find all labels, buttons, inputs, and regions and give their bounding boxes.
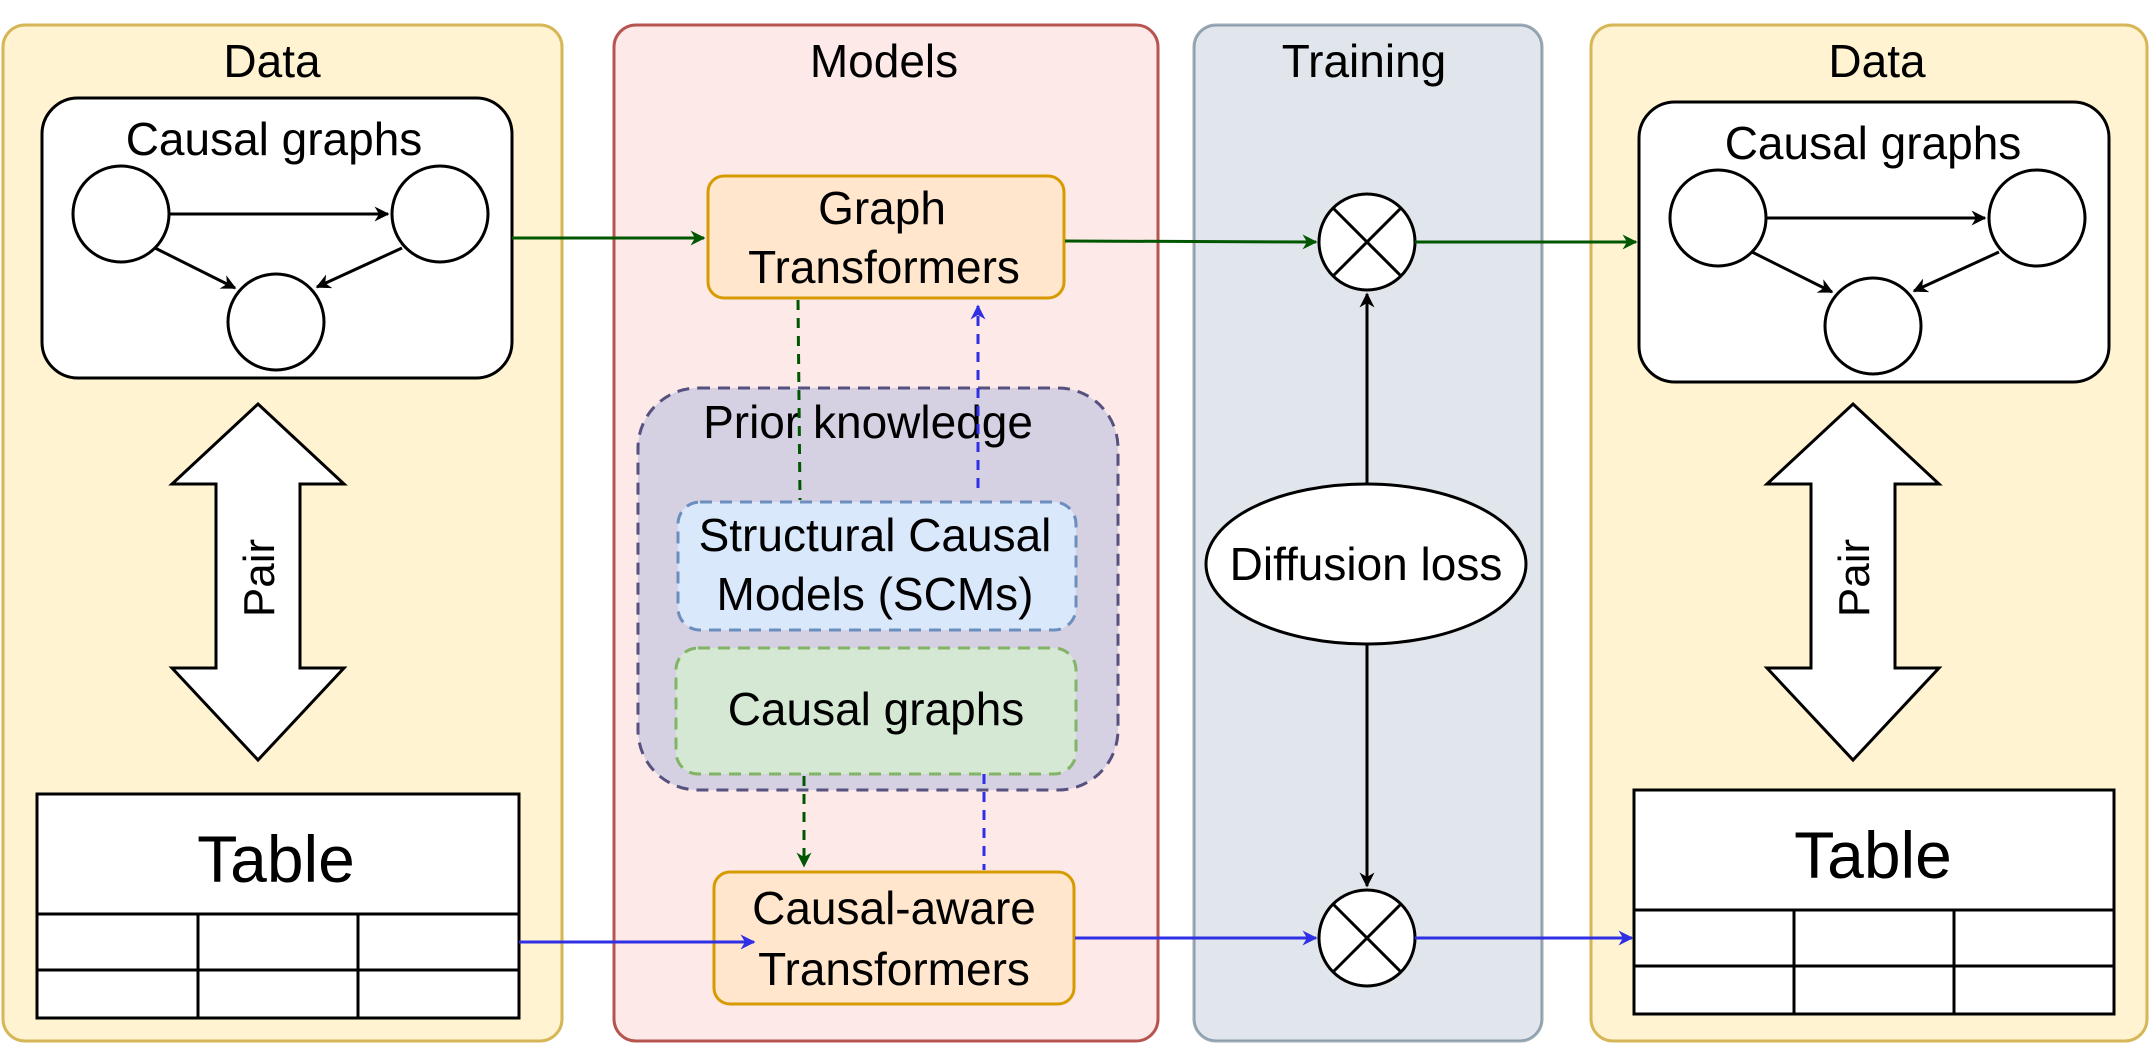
right-pair-arrow: Pair [1763,401,1943,763]
top-combine-node [1317,192,1417,292]
left-pair-arrow: Pair [168,401,348,763]
prior-knowledge-title: Prior knowledge [703,396,1033,448]
graph-transformers-box [706,174,1066,300]
models-title: Models [810,35,958,87]
right-table-title: Table [1794,818,1952,892]
right-data-title: Data [1828,35,1926,87]
diffusion-loss-label: Diffusion loss [1230,538,1503,590]
graph-transformers-line2: Transformers [748,241,1020,293]
training-title: Training [1282,35,1446,87]
right-table: Table [1632,788,2116,1016]
scm-label-line2: Models (SCMs) [717,568,1034,620]
left-table: Table [35,792,521,1020]
causal-aware-transformers-box [712,870,1076,1006]
causal-aware-line2: Transformers [758,943,1030,995]
scm-box [676,500,1078,632]
graph-node [1987,168,2087,268]
bottom-combine-node [1317,888,1417,988]
right-pair-label: Pair [1830,539,1879,617]
dashed-green-connector [796,299,802,501]
graph-node [1823,276,1923,376]
left-causal-graph: Causal graphs [40,96,514,380]
graph-node [71,164,171,264]
scm-label-line1: Structural Causal [699,509,1052,561]
left-table-title: Table [197,822,355,896]
prior-causal-graphs-label: Causal graphs [728,683,1025,735]
left-pair-label: Pair [235,539,284,617]
right-causal-graph-title: Causal graphs [1725,117,2022,169]
causal-aware-line1: Causal-aware [752,882,1036,934]
graph-edge [1912,250,2000,293]
green-flow-arrow [1064,234,1318,250]
graph-transformers-line1: Graph [818,182,946,234]
right-causal-graph: Causal graphs [1637,100,2111,384]
left-causal-graph-title: Causal graphs [126,113,423,165]
left-data-title: Data [223,35,321,87]
graph-edge [1751,250,1834,294]
graph-node [1668,168,1768,268]
graph-edge [154,246,237,290]
graph-edge [315,246,403,289]
graph-node [390,164,490,264]
graph-node [226,272,326,372]
prior-causal-graphs-box [674,646,1078,776]
